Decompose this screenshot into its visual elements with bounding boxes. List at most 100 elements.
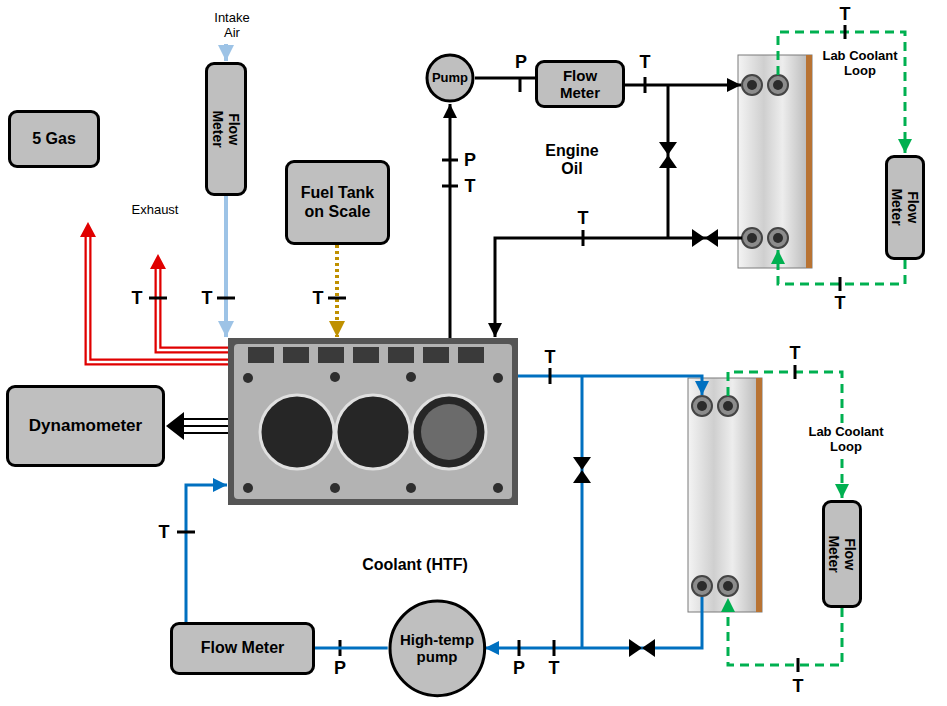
valve-port xyxy=(458,347,484,363)
node-text: 5 Gas xyxy=(32,130,76,148)
hx-port xyxy=(768,228,788,248)
copper-edge xyxy=(806,55,812,268)
node-text: Flow Meter xyxy=(889,182,921,234)
arrow-head xyxy=(80,222,96,237)
coolant-line xyxy=(186,485,227,622)
sensor-tick xyxy=(328,297,346,300)
valve-symbol xyxy=(642,639,655,657)
hx-port-hole xyxy=(773,80,783,90)
dynamometer-box: Dynamometer xyxy=(6,385,165,467)
oil-line xyxy=(495,238,742,337)
node-text: Dynamometer xyxy=(29,416,142,436)
node-text: Flow Meter xyxy=(210,101,242,157)
sensor-tag: T xyxy=(545,347,556,368)
hx-port-hole xyxy=(697,401,707,411)
cylinder-bore xyxy=(336,395,410,469)
circle-shape xyxy=(390,601,485,696)
valve-port xyxy=(423,347,449,363)
pipe-connector xyxy=(315,646,388,649)
piston-top xyxy=(421,404,477,460)
sensor-tick xyxy=(553,640,556,656)
sensor-tag: T xyxy=(793,676,804,697)
shaft-line xyxy=(182,418,228,420)
node-text: Flow Meter xyxy=(201,639,285,657)
sensor-tick xyxy=(844,25,847,39)
copper-edge xyxy=(756,378,762,612)
sensor-tick xyxy=(177,531,195,534)
valve-port xyxy=(388,347,414,363)
valve-symbol xyxy=(659,155,677,168)
engine-block xyxy=(228,338,518,505)
pipe-connector xyxy=(475,77,535,80)
head-gasket xyxy=(234,344,512,499)
valve-symbol xyxy=(573,457,591,470)
hx-port-hole xyxy=(723,401,733,411)
sensor-tag: P xyxy=(334,658,346,679)
loop-label: Coolant (HTF) xyxy=(362,556,468,574)
intake-line xyxy=(224,44,228,61)
bolt-hole xyxy=(243,483,253,493)
heat-exchanger xyxy=(688,378,762,612)
sensor-tick xyxy=(644,77,647,93)
sensor-tag: P xyxy=(515,52,527,73)
bolt-hole xyxy=(243,373,253,383)
exhaust-pipe-core xyxy=(88,236,228,362)
shaft-line xyxy=(182,432,228,434)
valve-symbol xyxy=(629,639,642,657)
valve-symbol xyxy=(573,470,591,483)
bolt-hole xyxy=(493,483,503,493)
sensor-tag: T xyxy=(835,293,846,314)
exhaust-pipe xyxy=(88,236,228,362)
node-text: High-temp pump xyxy=(394,631,480,666)
sensor-tag: P xyxy=(464,150,476,171)
node-text: Pump xyxy=(432,71,468,86)
sensor-tag: T xyxy=(640,52,651,73)
hx-port-hole xyxy=(747,233,757,243)
oil-line xyxy=(449,104,452,338)
valve-symbol xyxy=(692,229,705,247)
sensor-tag: P xyxy=(513,658,525,679)
shaft-line xyxy=(182,425,228,427)
hx-port-hole xyxy=(773,233,783,243)
sensor-tag: T xyxy=(578,208,589,229)
sensor-tag: T xyxy=(313,288,324,309)
fuel-line xyxy=(335,245,339,337)
intake-line xyxy=(224,196,228,337)
bolt-hole xyxy=(330,483,340,493)
node-text: Flow Meter xyxy=(547,67,613,102)
stream-label: Intake Air xyxy=(207,11,257,41)
coolant-line xyxy=(518,376,702,395)
loop-label: Lab Coolant Loop xyxy=(798,424,894,456)
cylinder-bore xyxy=(260,395,334,469)
sensor-tag: T xyxy=(549,658,560,679)
cylinder-bore xyxy=(412,395,486,469)
node-text: Flow Meter xyxy=(826,528,858,580)
valve-port xyxy=(353,347,379,363)
valve-symbol xyxy=(705,229,718,247)
stream-label: Exhaust xyxy=(132,203,179,218)
loop-label: Lab Coolant Loop xyxy=(814,49,906,79)
sensor-tag: T xyxy=(790,343,801,364)
hx-port xyxy=(718,576,738,596)
flow-meter-box: Flow Meter xyxy=(535,60,625,108)
hx-port-hole xyxy=(723,581,733,591)
loop-label: Engine Oil xyxy=(540,142,604,179)
lab-coolant-line xyxy=(778,32,905,153)
fuel-tank-box: Fuel Tank on Scale xyxy=(285,160,390,245)
sensor-tick xyxy=(442,159,458,162)
sensor-tag: T xyxy=(202,288,213,309)
hx-port xyxy=(768,75,788,95)
node-text: Fuel Tank on Scale xyxy=(292,184,384,221)
bolt-hole xyxy=(406,372,416,382)
arrow-head xyxy=(150,254,166,269)
hx-port xyxy=(692,396,712,416)
flow-meter-box: Flow Meter xyxy=(885,155,925,260)
valve-port xyxy=(283,347,309,363)
hx-port xyxy=(718,396,738,416)
pump-circle: High-temp pump xyxy=(388,599,487,698)
sensor-tick xyxy=(582,230,585,246)
circle-shape xyxy=(427,55,473,101)
sensor-tick xyxy=(794,365,797,379)
